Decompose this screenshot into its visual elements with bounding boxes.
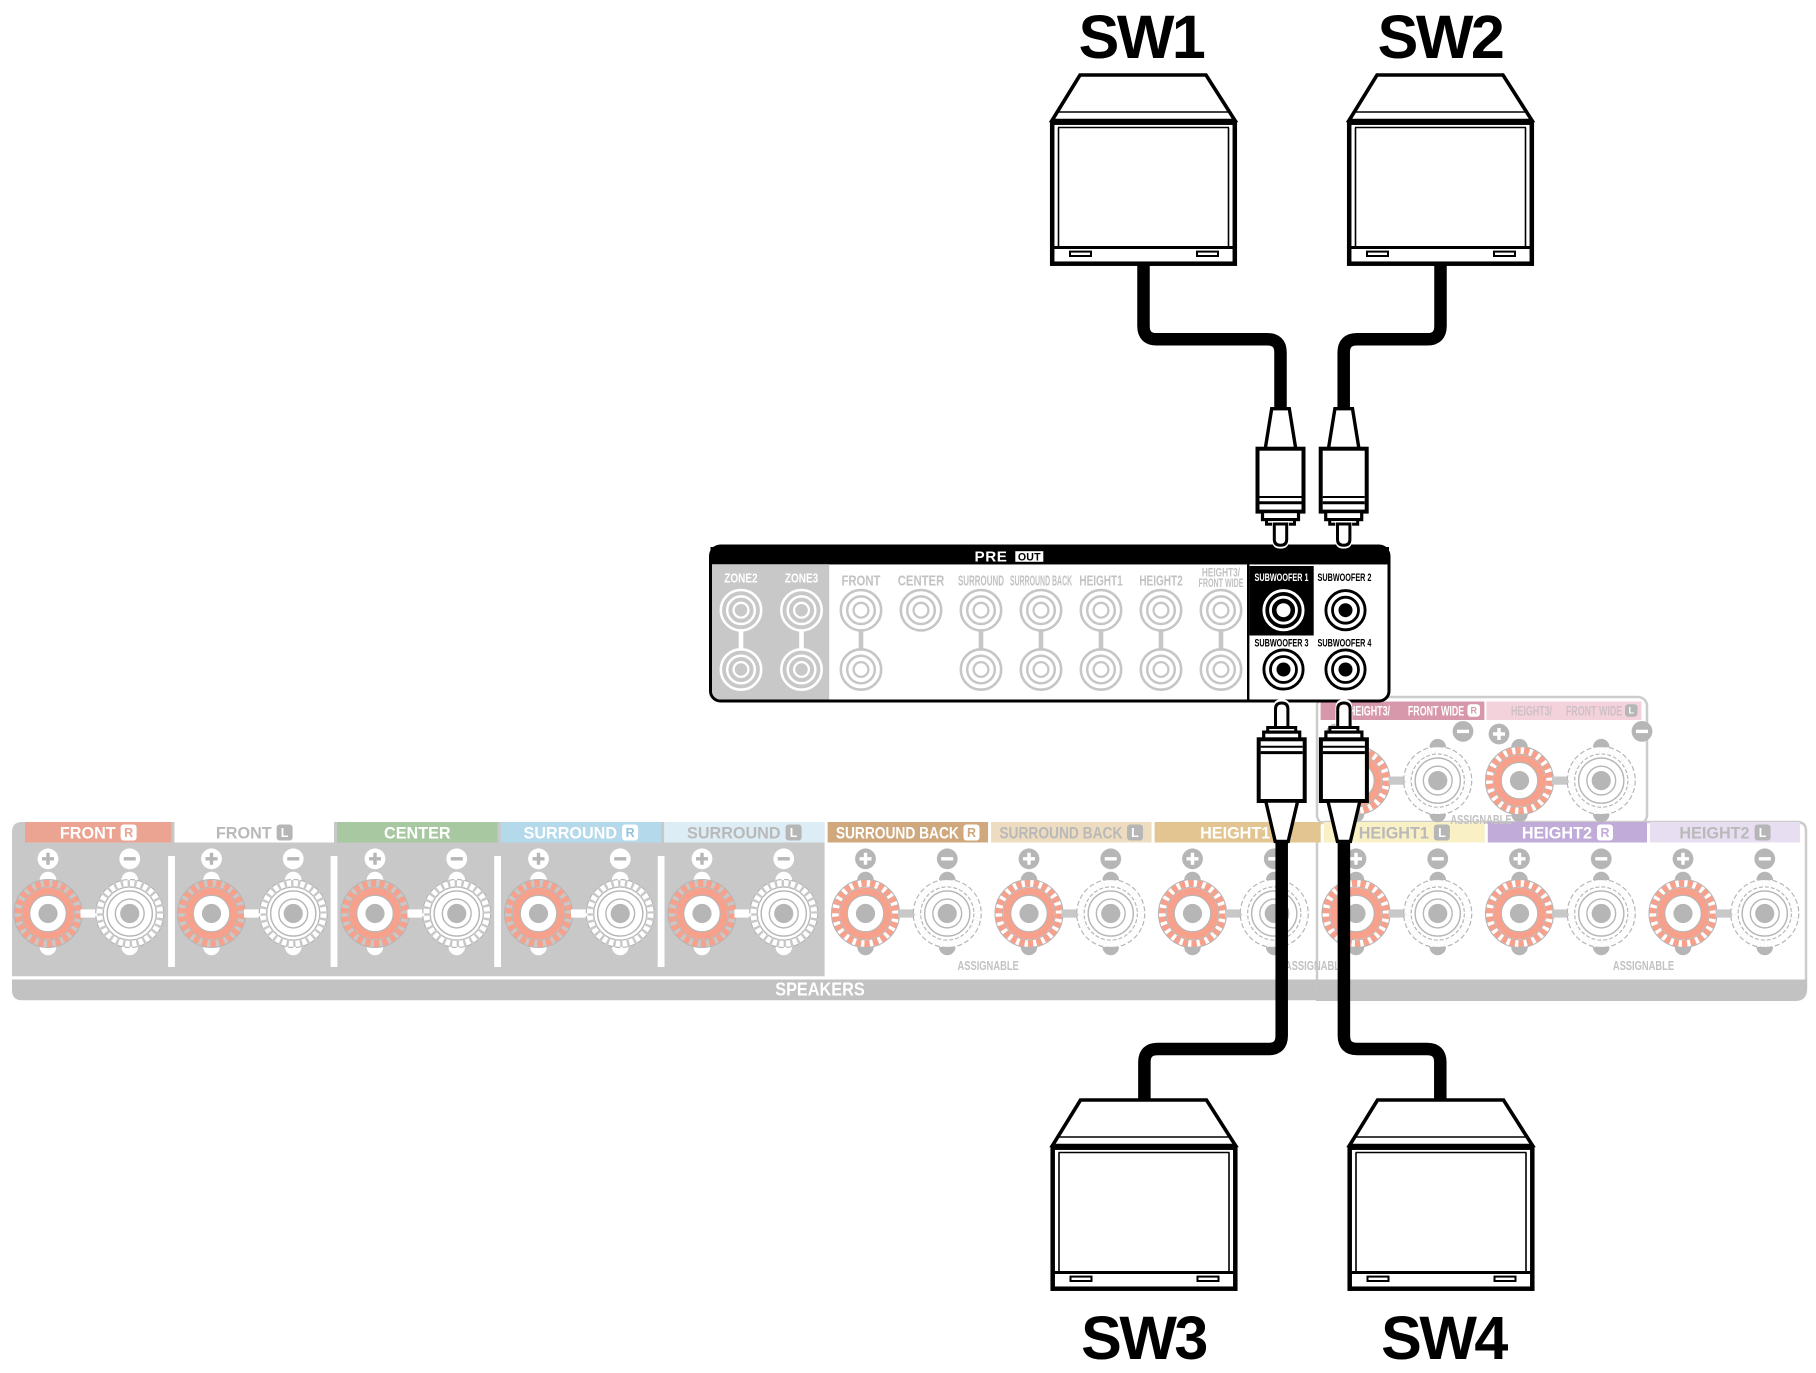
- svg-text:L: L: [1131, 826, 1139, 840]
- svg-text:CENTER: CENTER: [898, 572, 945, 589]
- svg-text:SURROUND BACK: SURROUND BACK: [1010, 574, 1073, 589]
- svg-text:OUT: OUT: [1018, 552, 1041, 564]
- svg-text:L: L: [281, 826, 289, 840]
- svg-text:SUBWOOFER 1: SUBWOOFER 1: [1255, 572, 1309, 584]
- svg-text:HEIGHT3/: HEIGHT3/: [1511, 705, 1553, 719]
- svg-text:HEIGHT2: HEIGHT2: [1139, 573, 1182, 589]
- svg-text:SURROUND BACK: SURROUND BACK: [999, 824, 1122, 842]
- svg-text:ZONE2: ZONE2: [724, 573, 757, 586]
- svg-text:R: R: [1600, 826, 1609, 840]
- svg-text:HEIGHT2: HEIGHT2: [1522, 824, 1592, 842]
- svg-text:SW1: SW1: [1079, 3, 1205, 71]
- svg-text:L: L: [1628, 705, 1634, 715]
- svg-text:FRONT WIDE: FRONT WIDE: [1198, 577, 1243, 590]
- svg-text:FRONT WIDE: FRONT WIDE: [1566, 705, 1623, 719]
- svg-text:SW2: SW2: [1378, 3, 1503, 71]
- svg-text:SURROUND: SURROUND: [687, 824, 781, 842]
- svg-text:FRONT: FRONT: [216, 824, 272, 842]
- svg-text:R: R: [967, 826, 976, 840]
- svg-text:SUBWOOFER 3: SUBWOOFER 3: [1255, 637, 1309, 649]
- svg-text:ASSIGNABLE: ASSIGNABLE: [1285, 960, 1347, 974]
- svg-text:HEIGHT1: HEIGHT1: [1200, 824, 1270, 842]
- svg-text:R: R: [124, 826, 133, 840]
- svg-text:CENTER: CENTER: [384, 824, 451, 842]
- svg-text:HEIGHT1: HEIGHT1: [1079, 573, 1122, 589]
- svg-text:SURROUND BACK: SURROUND BACK: [836, 824, 959, 842]
- svg-text:R: R: [1471, 705, 1478, 715]
- svg-text:ASSIGNABLE: ASSIGNABLE: [1450, 814, 1512, 828]
- svg-text:HEIGHT1: HEIGHT1: [1359, 824, 1429, 842]
- svg-text:SUBWOOFER 2: SUBWOOFER 2: [1318, 572, 1372, 584]
- svg-text:ASSIGNABLE: ASSIGNABLE: [957, 960, 1019, 974]
- svg-text:HEIGHT3/: HEIGHT3/: [1349, 705, 1391, 719]
- svg-text:FRONT: FRONT: [841, 572, 880, 589]
- svg-text:ASSIGNABLE: ASSIGNABLE: [1613, 960, 1675, 974]
- svg-text:ZONE3: ZONE3: [785, 573, 818, 586]
- svg-text:L: L: [1759, 826, 1767, 840]
- svg-text:SURROUND: SURROUND: [524, 824, 618, 842]
- svg-text:SUBWOOFER 4: SUBWOOFER 4: [1318, 637, 1373, 649]
- svg-text:L: L: [1438, 826, 1446, 840]
- svg-text:L: L: [790, 826, 798, 840]
- svg-text:SW4: SW4: [1381, 1304, 1508, 1368]
- svg-text:PRE: PRE: [974, 549, 1007, 566]
- svg-text:SW3: SW3: [1081, 1304, 1206, 1368]
- svg-text:R: R: [626, 826, 635, 840]
- svg-text:FRONT WIDE: FRONT WIDE: [1408, 705, 1465, 719]
- svg-text:FRONT: FRONT: [60, 824, 116, 842]
- svg-text:SPEAKERS: SPEAKERS: [775, 979, 864, 1000]
- svg-text:SURROUND: SURROUND: [958, 573, 1004, 589]
- svg-text:HEIGHT3/: HEIGHT3/: [1202, 567, 1240, 580]
- svg-text:HEIGHT2: HEIGHT2: [1679, 824, 1749, 842]
